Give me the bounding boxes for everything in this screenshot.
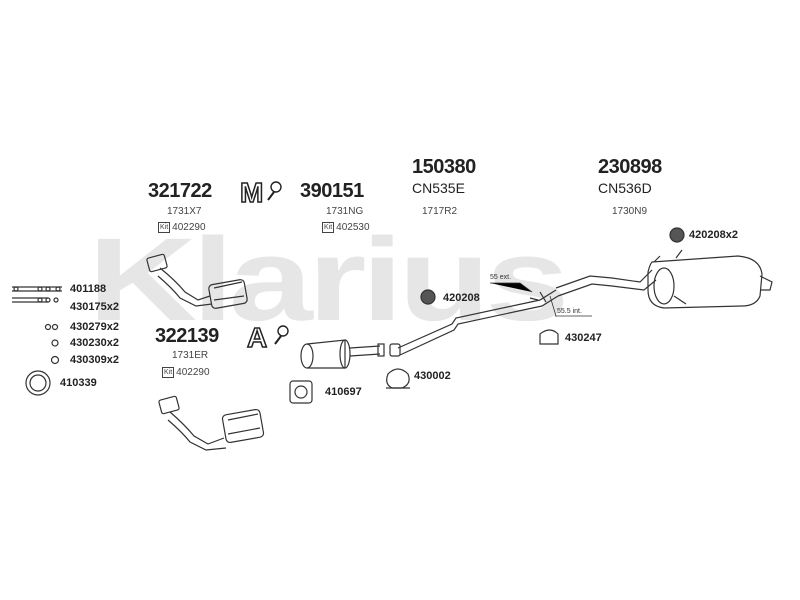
part-ref-1731er: 1731ER <box>172 350 209 361</box>
clamp-430002-drawing <box>386 368 410 389</box>
part-number-322139: 322139 <box>155 325 219 347</box>
label-401188: 401188 <box>70 283 107 295</box>
bolt-401188-drawing <box>12 286 62 292</box>
a-badge-letter: A <box>247 322 267 352</box>
middle-pipe-drawing <box>397 289 559 356</box>
downpipe-322139-drawing <box>158 395 265 451</box>
kit-402290-upper: Kit 402290 <box>158 222 206 233</box>
part-ref-cn536d: CN536D <box>598 180 652 196</box>
m-badge-letter: M <box>240 178 263 208</box>
kit-402290-lower: Kit 402290 <box>162 367 210 378</box>
label-430309: 430309x2 <box>70 354 119 366</box>
part-sub-1730n9: 1730N9 <box>612 206 648 217</box>
label-410697: 410697 <box>325 386 362 398</box>
a-badge: A <box>245 321 293 357</box>
m-badge-icon: M <box>239 176 282 209</box>
m-badge: M <box>238 176 286 213</box>
part-number-230898: 230898 <box>598 156 662 178</box>
label-430247: 430247 <box>565 332 602 344</box>
mount-420208x2-drawing <box>669 227 685 243</box>
nut-430175-drawing <box>12 297 59 303</box>
part-number-390151: 390151 <box>300 180 364 202</box>
dimension-int: 55.5 int. <box>557 308 582 315</box>
part-ref-1731ng: 1731NG <box>326 206 364 217</box>
rear-silencer-drawing <box>555 249 773 309</box>
kit-number: 402290 <box>176 367 210 378</box>
part-number-150380: 150380 <box>412 156 476 178</box>
label-430279: 430279x2 <box>70 321 119 333</box>
washer-430279-drawing <box>44 323 59 331</box>
washer-430309-drawing <box>50 355 60 365</box>
part-number-321722: 321722 <box>148 180 212 202</box>
kit-402530: Kit 402530 <box>322 222 370 233</box>
clamp-430247-drawing <box>539 329 559 345</box>
dimension-ext: 55 ext. <box>490 274 512 281</box>
a-badge-icon: A <box>246 321 289 354</box>
kit-tag: Kit <box>322 222 335 233</box>
label-420208: 420208 <box>443 292 480 304</box>
mount-420208-drawing <box>420 289 436 305</box>
part-ref-cn535e: CN535E <box>412 180 465 196</box>
part-sub-1717r2: 1717R2 <box>422 206 458 217</box>
ring-410339-drawing <box>25 370 51 396</box>
downpipe-321722-drawing <box>146 253 248 309</box>
part-ref-1731x7: 1731X7 <box>167 206 202 217</box>
klarius-watermark: Klarius <box>88 214 569 346</box>
front-pipe-drawing <box>300 339 401 369</box>
label-430002: 430002 <box>414 370 451 382</box>
kit-number: 402530 <box>336 222 370 233</box>
kit-tag: Kit <box>162 367 175 378</box>
label-430175: 430175x2 <box>70 301 119 313</box>
label-410339: 410339 <box>60 377 97 389</box>
label-420208x2: 420208x2 <box>689 229 738 241</box>
gasket-410697-drawing <box>289 380 313 404</box>
label-430230: 430230x2 <box>70 337 119 349</box>
kit-number: 402290 <box>172 222 206 233</box>
washer-430230-drawing <box>51 339 59 347</box>
kit-tag: Kit <box>158 222 171 233</box>
